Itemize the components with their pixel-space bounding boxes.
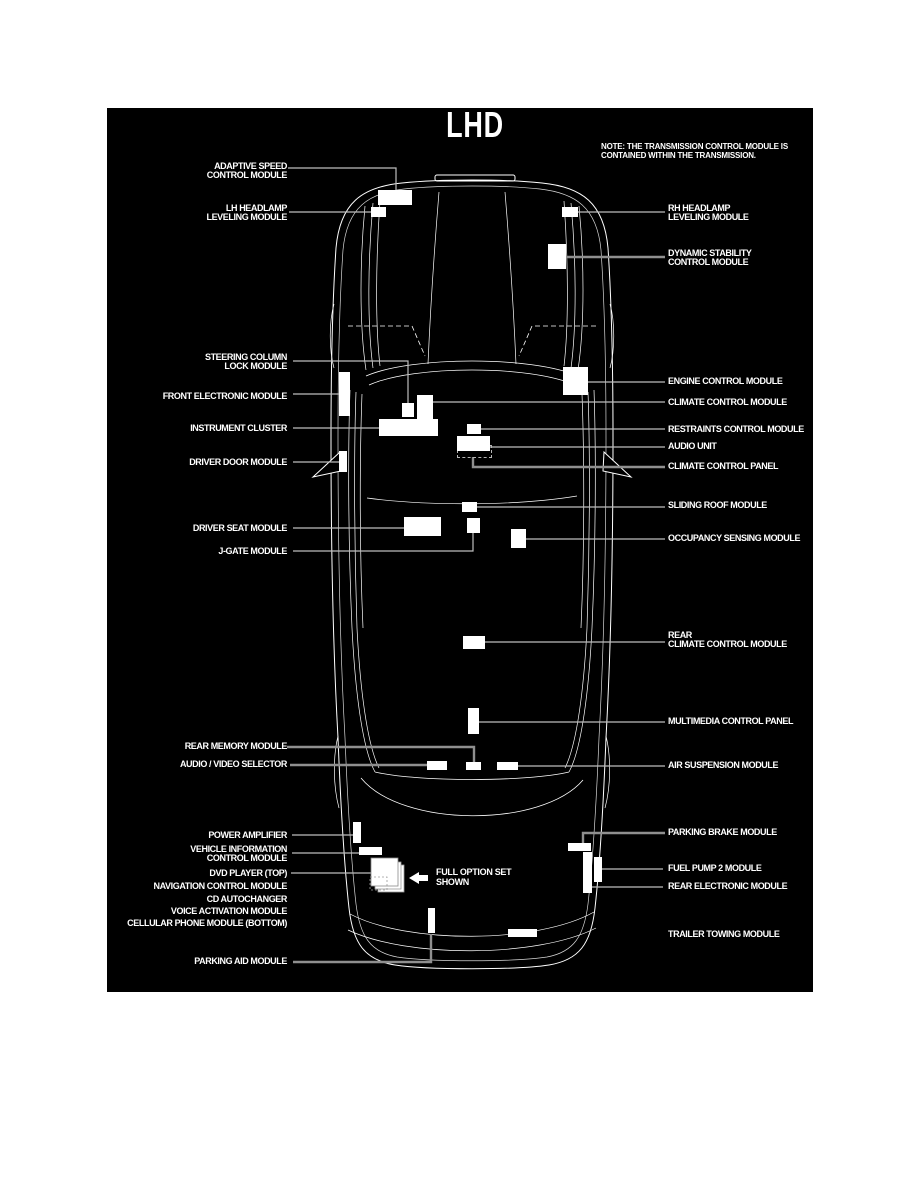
label-sliding-roof-module: SLIDING ROOF MODULE [668,500,767,510]
label-dynamic-stability-control-module: DYNAMIC STABILITY CONTROL MODULE [668,248,752,267]
label-cellular-phone-module-bottom: CELLULAR PHONE MODULE (BOTTOM) [127,918,287,928]
label-occupancy-sensing-module: OCCUPANCY SENSING MODULE [668,533,801,543]
car-top-view-diagram [287,167,665,970]
label-rh-headlamp-leveling-module: RH HEADLAMP LEVELING MODULE [668,203,749,222]
label-multimedia-control-panel: MULTIMEDIA CONTROL PANEL [668,716,794,726]
label-adaptive-speed-control-module: ADAPTIVE SPEED CONTROL MODULE [206,161,288,180]
engine-control-module-box [563,367,588,395]
rear-climate-control-module-box [463,636,485,649]
occupancy-sensing-module-box [511,529,526,548]
full-option-arrow-icon [409,872,428,884]
label-power-amplifier: POWER AMPLIFIER [208,830,287,840]
dvd-player-stack [369,857,405,893]
air-suspension-module-box [497,762,518,770]
parking-brake-module-box [568,843,591,851]
label-climate-control-module: CLIMATE CONTROL MODULE [668,397,787,407]
label-parking-aid-module: PARKING AID MODULE [194,956,287,966]
leader-lines-thick [287,255,665,964]
instrument-cluster-box [379,419,438,436]
rear-electronic-module-box [583,852,592,893]
label-restraints-control-module: RESTRAINTS CONTROL MODULE [668,424,804,434]
label-climate-control-panel: CLIMATE CONTROL PANEL [668,461,779,471]
label-front-electronic-module: FRONT ELECTRONIC MODULE [162,391,288,401]
page-title: LHD [446,104,504,145]
trailer-towing-module-box [508,929,537,937]
power-amplifier-box [353,822,361,843]
vehicle-information-control-module-box [359,847,382,855]
steering-column-lock-module-box [402,403,414,417]
label-rear-climate-control-module: REAR CLIMATE CONTROL MODULE [668,630,787,649]
front-grille-trim [434,174,516,182]
label-audio-unit: AUDIO UNIT [668,441,717,451]
j-gate-module-box [467,518,480,533]
driver-door-module-box [339,451,347,472]
label-cd-autochanger: CD AUTOCHANGER [206,894,288,904]
label-air-suspension-module: AIR SUSPENSION MODULE [668,760,779,770]
label-j-gate-module: J-GATE MODULE [218,546,287,556]
adaptive-speed-control-module-box [378,190,412,205]
label-instrument-cluster: INSTRUMENT CLUSTER [190,423,287,433]
rear-memory-module-box [466,762,481,770]
label-driver-seat-module: DRIVER SEAT MODULE [192,523,288,533]
label-engine-control-module: ENGINE CONTROL MODULE [668,376,783,386]
fuel-pump-2-module-box [594,857,602,882]
front-electronic-module-box [339,372,350,416]
lh-headlamp-leveling-module-box [371,207,386,217]
label-lh-headlamp-leveling-module: LH HEADLAMP LEVELING MODULE [206,203,287,222]
full-option-set-callout: FULL OPTION SET SHOWN [436,867,512,887]
climate-control-module-box [417,395,433,420]
audio-video-selector-box [427,761,447,770]
diagram-panel: LHD NOTE: THE TRANSMISSION CONTROL MODUL… [107,104,813,992]
restraints-control-module-box [467,424,481,434]
bulkhead-dashed-line [348,325,596,357]
label-trailer-towing-module: TRAILER TOWING MODULE [668,929,780,939]
label-parking-brake-module: PARKING BRAKE MODULE [668,827,777,837]
label-steering-column-lock-module: STEERING COLUMN LOCK MODULE [204,352,287,371]
label-voice-activation-module: VOICE ACTIVATION MODULE [170,906,288,916]
dynamic-stability-control-module-box [548,244,566,269]
sliding-roof-module-box [462,502,477,512]
label-vehicle-information-control-module: VEHICLE INFORMATION CONTROL MODULE [190,844,287,863]
label-fuel-pump-2-module: FUEL PUMP 2 MODULE [668,863,762,873]
car-body-outline [311,174,633,970]
transmission-note: NOTE: THE TRANSMISSION CONTROL MODULE IS… [601,142,788,160]
audio-unit-box [457,436,490,451]
parking-aid-module-box [428,908,435,933]
label-rear-memory-module: REAR MEMORY MODULE [184,741,288,751]
driver-seat-module-box [404,517,441,536]
left-mirror [311,450,342,478]
rh-headlamp-leveling-module-box [562,207,578,217]
label-navigation-control-module: NAVIGATION CONTROL MODULE [153,881,288,891]
multimedia-control-panel-box [468,708,479,734]
right-mirror [602,450,633,478]
label-rear-electronic-module: REAR ELECTRONIC MODULE [668,881,788,891]
label-dvd-player-top: DVD PLAYER (TOP) [209,868,287,878]
leader-lines [288,167,665,888]
label-audio-video-selector: AUDIO / VIDEO SELECTOR [179,759,287,769]
label-driver-door-module: DRIVER DOOR MODULE [189,457,287,467]
